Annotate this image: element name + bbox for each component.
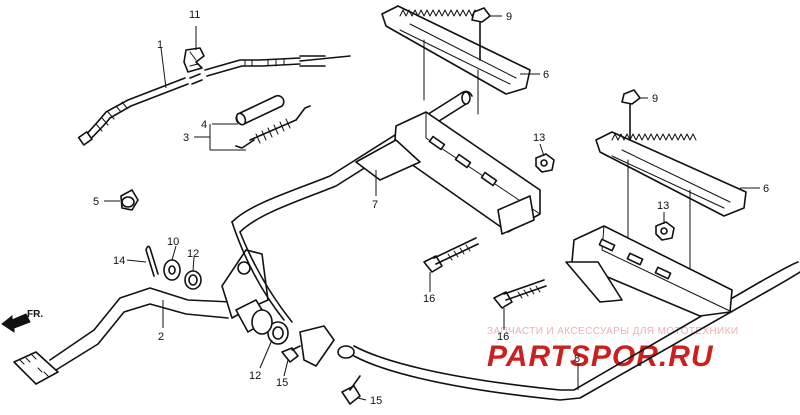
callout-5: 5 [93, 196, 99, 208]
bolts-9 [471, 7, 641, 141]
callout-9-lower: 9 [652, 93, 658, 105]
callout-6-upper: 6 [543, 69, 549, 81]
callout-13-upper: 13 [533, 132, 545, 144]
grommet [120, 189, 139, 211]
frame-pipe [231, 90, 800, 401]
callout-3: 3 [183, 132, 189, 144]
nuts-13 [535, 153, 675, 241]
callout-16-left: 16 [423, 293, 435, 305]
callout-12-lower: 12 [249, 370, 261, 382]
bolts-16 [423, 237, 547, 309]
callout-6-lower: 6 [763, 183, 769, 195]
watermark-brand: PARTSPOR.RU [487, 340, 714, 373]
footpeg-right [595, 131, 747, 283]
callout-14: 14 [113, 255, 125, 267]
callout-15-middle: 15 [276, 377, 288, 389]
watermark: ЗАПЧАСТИ И АКСЕССУАРЫ ДЛЯ МОТОТЕХНИКИ PA… [487, 326, 738, 373]
callout-leaders [104, 15, 760, 401]
watermark-tagline: ЗАПЧАСТИ И АКСЕССУАРЫ ДЛЯ МОТОТЕХНИКИ [487, 326, 738, 337]
front-label: FR. [27, 309, 43, 320]
brake-cable [77, 55, 351, 146]
step-bracket-left [355, 111, 541, 235]
callout-16-right: 16 [497, 331, 509, 343]
callout-11: 11 [189, 9, 200, 21]
footpeg-left [381, 5, 531, 115]
bolt-lower [281, 345, 361, 405]
callout-labels: 1 2 3 4 5 6 6 7 8 9 9 10 11 12 12 13 13 … [93, 9, 769, 407]
callout-2: 2 [158, 331, 164, 343]
callout-12-upper: 12 [187, 248, 199, 260]
brake-pedal [13, 249, 273, 385]
callout-4: 4 [201, 119, 207, 131]
callout-13-lower: 13 [657, 200, 669, 212]
cable-clip [183, 47, 205, 73]
callout-8: 8 [574, 353, 580, 365]
callout-7: 7 [372, 199, 378, 211]
callout-10: 10 [167, 236, 179, 248]
front-direction-marker: FR. [1, 309, 43, 333]
spring-assembly [235, 94, 311, 149]
callout-1: 1 [157, 39, 163, 51]
pin-washer-set [145, 245, 289, 345]
callout-15-bottom: 15 [370, 395, 382, 407]
callout-9-upper: 9 [506, 11, 512, 23]
step-bracket-right [565, 225, 733, 317]
front-arrow-icon [1, 313, 31, 333]
